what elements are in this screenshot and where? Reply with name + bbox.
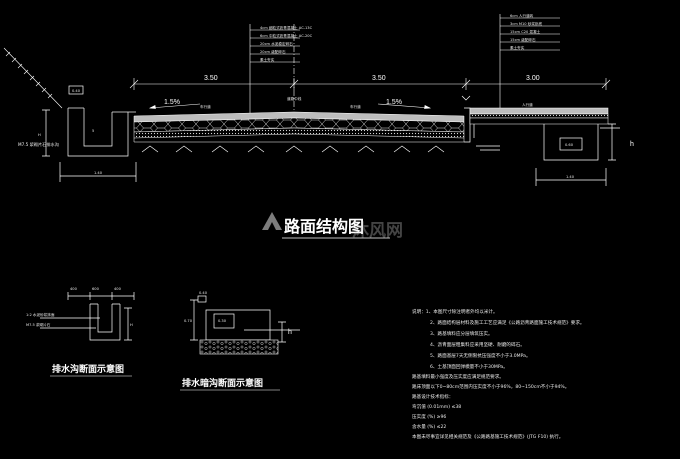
ditch-detail-dim-3: 400 (114, 287, 122, 291)
lane-label-right: 车行道 (350, 104, 361, 109)
note-6: 6、土基顶面回弹模量不小于30MPa。 (430, 363, 508, 370)
embankment-slope (3, 47, 63, 109)
ditch-depth-label: H (38, 133, 41, 137)
ditch-cap-label: 0.40 (72, 89, 81, 93)
pavement-structure (133, 111, 465, 143)
drain-gravel-bed (199, 339, 279, 355)
drain-top-dim: 0.40 (199, 291, 208, 295)
note-5: 5、路面基层7天无侧限抗压强度不小于3.0MPa。 (430, 352, 531, 359)
ditch-label: M7.5 浆砌片石排水沟 (18, 141, 59, 148)
drain-detail-title: 排水暗沟断面示意图 (182, 377, 263, 389)
dim-left-lane: 3.50 (204, 75, 218, 82)
drain-detail (190, 295, 300, 343)
right-callouts: 6cm 人行道砖 3cm M10 砂浆卧底 15cm C20 混凝土 15cm … (510, 13, 543, 50)
dim-right-lane: 3.50 (372, 75, 386, 82)
note-9: 路基设计技术指标： (412, 393, 453, 400)
slope-left: 1.5% (164, 99, 180, 106)
right-ditch-inner: 0.60 (565, 143, 574, 147)
drain-inner-label: 0.30 (218, 319, 227, 323)
ditch-detail-dim-1: 400 (70, 287, 78, 291)
right-callout-3: 15cm C20 混凝土 (510, 29, 541, 34)
right-callout-2: 3cm M10 砂浆卧底 (510, 21, 543, 26)
right-ditch-depth: h (630, 141, 634, 148)
drain-h-label: h (288, 329, 292, 336)
right-callout-1: 6cm 人行道砖 (510, 13, 534, 18)
note-4: 4、沥青面层粗集料应采用坚硬、耐磨的碎石。 (430, 341, 525, 348)
note-13: 本图未尽事宜详见相关规范及《公路路基施工技术规范》(JTG F10) 执行。 (412, 433, 563, 440)
right-ditch-width: 1.40 (566, 175, 575, 179)
main-title: 路面结构图 (284, 217, 364, 236)
note-7: 路基填料最小强度及压实度应满足规范要求。 (412, 373, 504, 380)
ditch-detail-callout-1: 1:2 水泥砂浆抹面 (26, 312, 55, 317)
note-12: 含水量 (%) ≤22 (412, 423, 446, 430)
left-ditch (42, 85, 137, 182)
lane-label-sidewalk: 人行道 (522, 102, 533, 107)
watermark-text: 沐风网 (352, 221, 403, 241)
left-callout-1: 4cm 细粒式沥青混凝土 AC-13C (260, 25, 313, 30)
sidewalk-structure (469, 107, 609, 125)
compaction-marks (141, 145, 445, 153)
ditch-detail-dim-2: 600 (92, 287, 100, 291)
note-2: 2、路面结构层材料及施工工艺应满足《公路沥青路面施工技术规范》要求。 (430, 319, 585, 326)
ditch-detail-callout-2: M7.5 浆砌片石 (26, 322, 51, 327)
watermark: 沐风网 (262, 212, 403, 241)
note-10: 弯沉值 (0.01mm) ≤38 (412, 403, 461, 410)
right-callout-4: 15cm 级配碎石 (510, 37, 536, 42)
left-callouts: 4cm 细粒式沥青混凝土 AC-13C 6cm 中粒式沥青混凝土 AC-20C … (260, 25, 313, 62)
watermark-logo-icon (262, 212, 282, 230)
notes: 说明：1、本图尺寸除注明者外均以米计。 2、路面结构层材料及施工工艺应满足《公路… (412, 308, 585, 440)
dim-sidewalk: 3.00 (526, 75, 540, 82)
centerline (249, 24, 300, 114)
centerline-label: 道路中线 (287, 96, 302, 101)
left-callout-2: 6cm 中粒式沥青混凝土 AC-20C (260, 33, 313, 38)
lane-label-left: 车行道 (200, 104, 211, 109)
left-callout-4: 20cm 级配碎石 (260, 49, 286, 54)
slope-arrows (148, 103, 432, 109)
ditch-inner-label: 5 (92, 129, 94, 133)
ditch-detail (40, 292, 135, 341)
left-callout-5: 素土夯实 (260, 57, 275, 62)
ditch-width-label: 1.40 (94, 171, 103, 175)
note-1: 说明：1、本图尺寸除注明者外均以米计。 (412, 308, 498, 315)
slope-right: 1.5% (386, 99, 402, 106)
left-callout-3: 20cm 水泥稳定碎石 (260, 41, 293, 46)
right-leaders (499, 14, 560, 112)
drain-side-dim: 0.70 (184, 319, 193, 323)
note-8: 路床顶面以下0~80cm范围内压实度不小于96%，80~150cm不小于94%。 (412, 383, 569, 390)
note-3: 3、路基填料应分层填筑压实。 (430, 330, 493, 337)
ditch-detail-h: H (130, 323, 133, 327)
note-11: 压实度 (%) ≥96 (412, 413, 446, 420)
right-ditch (535, 123, 620, 186)
right-callout-5: 素土夯实 (510, 45, 525, 50)
ditch-detail-title: 排水沟断面示意图 (52, 363, 124, 375)
